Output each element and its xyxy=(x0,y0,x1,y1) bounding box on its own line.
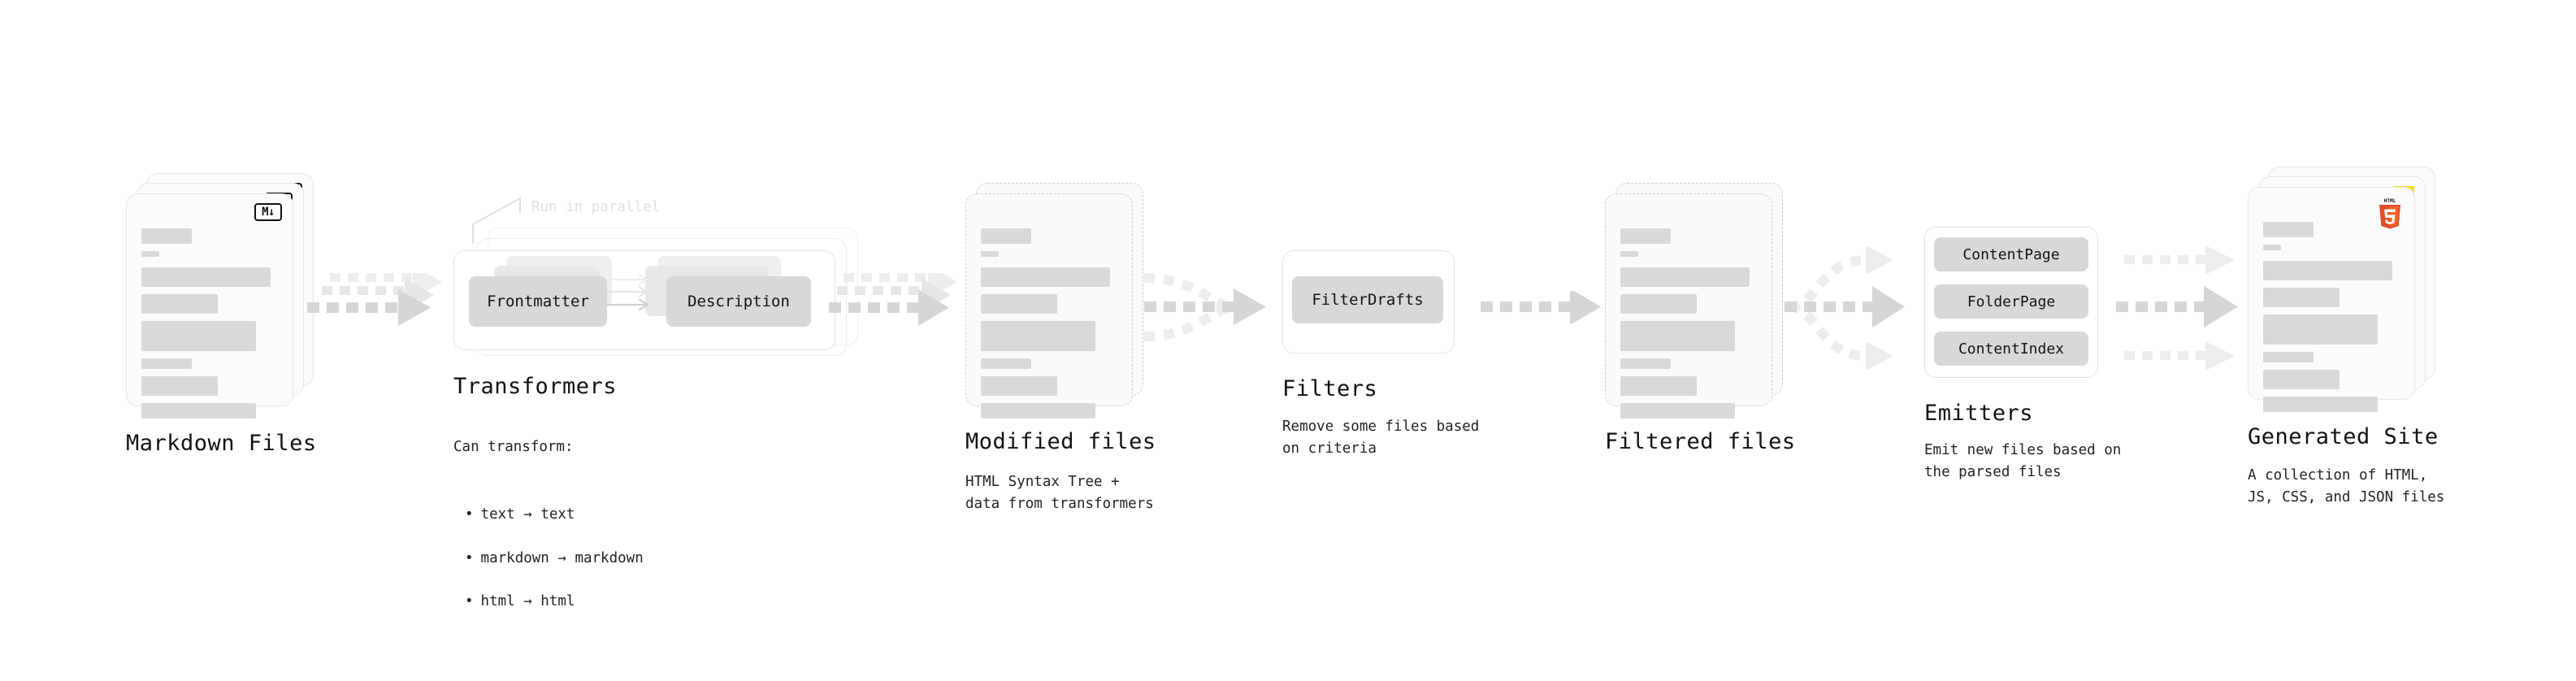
filtered-file-card-front xyxy=(1605,193,1772,419)
emitter-chip-folderpage[interactable]: FolderPage xyxy=(1934,284,2088,319)
arrow-markdown-to-transformers xyxy=(307,273,442,326)
skeleton-content xyxy=(1620,228,1759,426)
stage-title-emitters: Emitters xyxy=(1924,401,2034,426)
skeleton-content xyxy=(141,228,280,426)
filter-chip-filterdrafts[interactable]: FilterDrafts xyxy=(1292,276,1443,323)
generated-site-card-stack: CSS HTML xyxy=(2248,167,2435,412)
filters-description: Remove some files based on criteria xyxy=(1282,419,1480,457)
arrow-filtered-files-to-emitters xyxy=(1785,245,1905,371)
filtered-files-card-stack xyxy=(1605,183,1783,419)
transformers-description-heading: Can transform: xyxy=(453,438,574,455)
modified-file-card-front xyxy=(965,193,1133,419)
run-in-parallel-bracket xyxy=(472,197,521,244)
generated-site-description: A collection of HTML, JS, CSS, and JSON … xyxy=(2248,467,2445,505)
arrow-transformers-to-modified-files xyxy=(829,273,957,326)
arrow-modified-files-to-filters xyxy=(1144,273,1266,341)
emitter-chip-contentpage[interactable]: ContentPage xyxy=(1934,237,2088,271)
arrow-emitters-to-generated-site xyxy=(2116,245,2238,371)
stage-title-generated-site: Generated Site xyxy=(2248,424,2439,449)
stage-title-modified-files: Modified files xyxy=(965,429,1156,454)
emitters-description: Emit new files based on the parsed files xyxy=(1924,442,2122,480)
transformers-bullet-2: html → html xyxy=(465,591,644,613)
modified-files-card-stack xyxy=(965,183,1143,419)
transformers-bullet-0: text → text xyxy=(465,504,644,526)
skeleton-content xyxy=(981,228,1119,426)
modified-files-description: HTML Syntax Tree + data from transformer… xyxy=(965,474,1154,512)
run-in-parallel-label: Run in parallel xyxy=(531,199,661,215)
stage-title-filtered-files: Filtered files xyxy=(1605,429,1796,454)
transformers-description: Can transform: text → text markdown → ma… xyxy=(453,414,644,656)
html5-icon-label: HTML xyxy=(2384,198,2396,204)
transformer-chip-description[interactable]: Description xyxy=(666,276,811,327)
stage-title-markdown-files: Markdown Files xyxy=(126,431,317,456)
transformers-bullet-list: text → text markdown → markdown html → h… xyxy=(465,483,644,634)
stage-title-filters: Filters xyxy=(1282,376,1378,401)
markdown-file-card-front: M↓ xyxy=(126,193,293,419)
transformers-bullet-1: markdown → markdown xyxy=(465,548,644,570)
stage-title-transformers: Transformers xyxy=(453,374,618,399)
markdown-icon: M↓ xyxy=(254,203,282,221)
transformer-chip-frontmatter[interactable]: Frontmatter xyxy=(469,276,607,327)
arrow-frontmatter-to-description xyxy=(605,273,650,311)
skeleton-content xyxy=(2263,222,2401,419)
emitter-chip-contentindex[interactable]: ContentIndex xyxy=(1934,332,2088,366)
arrow-filters-to-filtered-files xyxy=(1481,291,1601,323)
markdown-files-card-stack: M↓ M↓ M↓ xyxy=(126,173,314,419)
generated-site-card-front: HTML xyxy=(2248,187,2415,412)
html5-icon: HTML xyxy=(2379,198,2400,229)
